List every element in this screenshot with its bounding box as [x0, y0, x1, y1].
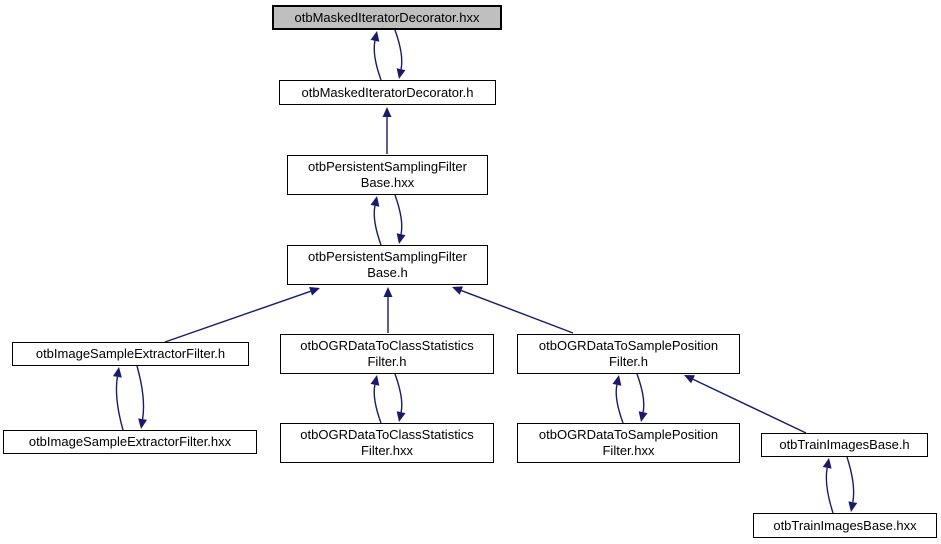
edge-arrowhead: [370, 375, 380, 386]
edge-line: [373, 384, 382, 424]
graph-node-ogrsp-h[interactable]: otbOGRDataToSamplePosition Filter.h: [517, 334, 740, 374]
edge-arrowhead: [684, 375, 695, 384]
graph-node-ogrcs-h[interactable]: otbOGRDataToClassStatistics Filter.h: [280, 334, 494, 374]
graph-node-ogrcs-hxx[interactable]: otbOGRDataToClassStatistics Filter.hxx: [280, 423, 494, 463]
graph-node-tib-hxx[interactable]: otbTrainImagesBase.hxx: [753, 513, 937, 538]
graph-node-masked-h[interactable]: otbMaskedIteratorDecorator.h: [279, 80, 496, 105]
edge-arrowhead: [138, 418, 148, 429]
edge-line: [115, 376, 124, 431]
edge-arrowhead: [396, 68, 406, 79]
edge-arrowhead: [396, 233, 406, 244]
edge-arrowhead: [112, 367, 122, 378]
edge-arrowhead: [382, 107, 392, 117]
edge-line: [394, 373, 403, 413]
edge-arrowhead: [370, 196, 380, 207]
edge-line: [636, 373, 645, 413]
graph-node-psfb-hxx[interactable]: otbPersistentSamplingFilter Base.hxx: [287, 155, 488, 195]
edge-arrowhead: [612, 375, 622, 386]
edge-arrowhead: [370, 31, 380, 42]
graph-node-ogrsp-hxx[interactable]: otbOGRDataToSamplePosition Filter.hxx: [517, 423, 740, 463]
edge-arrowhead: [822, 458, 832, 469]
edge-arrowhead: [383, 287, 393, 297]
edge-line: [461, 289, 574, 334]
edge-arrowhead: [396, 411, 406, 422]
edge-arrowhead: [309, 287, 320, 296]
edge-line: [373, 40, 382, 81]
edge-line: [825, 467, 834, 514]
graph-node-psfb-h[interactable]: otbPersistentSamplingFilter Base.h: [287, 245, 488, 285]
graph-node-tib-h[interactable]: otbTrainImagesBase.h: [761, 433, 928, 457]
graph-node-isef-hxx[interactable]: otbImageSampleExtractorFilter.hxx: [3, 430, 257, 454]
graph-node-masked-hxx[interactable]: otbMaskedIteratorDecorator.hxx: [272, 5, 502, 30]
edge-line: [615, 384, 624, 424]
edge-line: [394, 194, 403, 235]
edge-line: [373, 205, 382, 246]
edge-arrowhead: [848, 501, 858, 512]
edge-line: [846, 456, 855, 503]
edge-arrowhead: [452, 286, 463, 295]
edge-line: [136, 365, 145, 420]
edge-line: [394, 29, 403, 70]
edge-arrowhead: [638, 411, 648, 422]
graph-node-isef-h[interactable]: otbImageSampleExtractorFilter.h: [12, 342, 249, 366]
